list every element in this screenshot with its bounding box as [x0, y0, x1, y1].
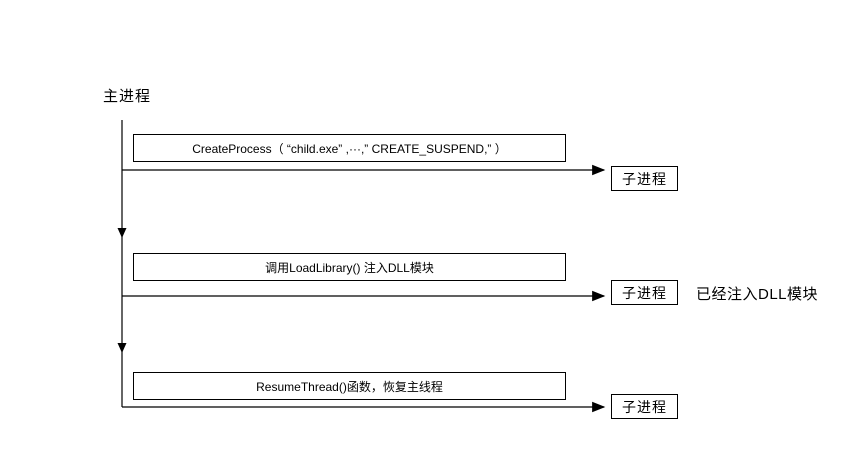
child-process-box-3: 子进程 — [611, 394, 678, 419]
step-box-resumethread: ResumeThread()函数，恢复主线程 — [133, 372, 566, 400]
down-arrowhead-icon-1 — [117, 228, 127, 238]
down-arrowhead-icon-2 — [117, 343, 127, 353]
child-process-box-2: 子进程 — [611, 280, 678, 305]
child-process-box-1: 子进程 — [611, 166, 678, 191]
step-box-loadlibrary: 调用LoadLibrary() 注入DLL模块 — [133, 253, 566, 281]
main-process-label: 主进程 — [103, 88, 152, 105]
note-dll-injected: 已经注入DLL模块 — [696, 286, 819, 303]
step-box-createprocess: CreateProcess（ “child.exe” ,···,” CREATE… — [133, 134, 566, 162]
